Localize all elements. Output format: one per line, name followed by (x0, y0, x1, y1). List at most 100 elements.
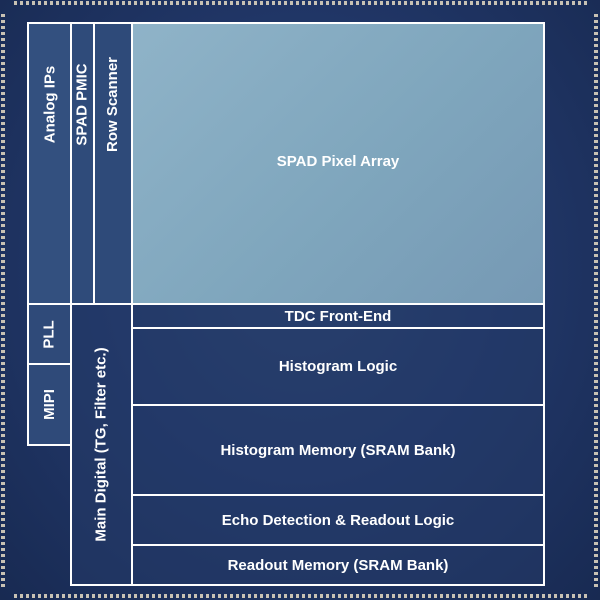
bond-pad (368, 594, 371, 598)
bond-pad (1, 446, 5, 449)
bond-pad (1, 104, 5, 107)
bond-pad (594, 308, 598, 311)
bond-pad (380, 594, 383, 598)
bond-pad (86, 1, 89, 5)
bond-pad (1, 542, 5, 545)
bond-pad (1, 134, 5, 137)
spad-pixel-array-block: SPAD Pixel Array (131, 22, 545, 305)
bond-pad (212, 594, 215, 598)
mipi-label: MIPI (41, 389, 58, 420)
bond-pad (284, 594, 287, 598)
bond-pad (38, 594, 41, 598)
bond-pad (594, 236, 598, 239)
pll-block: PLL (27, 303, 72, 365)
bond-pad (140, 594, 143, 598)
echo-detection-label: Echo Detection & Readout Logic (221, 511, 455, 529)
pll-label: PLL (41, 319, 58, 349)
bond-pad (1, 290, 5, 293)
bond-pad (50, 594, 53, 598)
bond-pad (594, 284, 598, 287)
analog-ips-label: Analog IPs (41, 65, 59, 144)
bond-pad (434, 594, 437, 598)
mipi-block: MIPI (27, 363, 72, 446)
bond-pad (128, 594, 131, 598)
bond-pad (594, 116, 598, 119)
bond-pad (1, 98, 5, 101)
bond-pad (594, 62, 598, 65)
bond-pad (218, 1, 221, 5)
bond-pad (398, 594, 401, 598)
bond-pad (26, 594, 29, 598)
bond-pad (594, 482, 598, 485)
bond-pad (488, 1, 491, 5)
bond-pad (1, 56, 5, 59)
bond-pad (594, 278, 598, 281)
bond-pad (594, 206, 598, 209)
bond-pad (248, 594, 251, 598)
bond-pad (1, 476, 5, 479)
echo-detection-block: Echo Detection & Readout Logic (131, 494, 545, 546)
bond-pad (176, 1, 179, 5)
bond-pad (1, 272, 5, 275)
bond-pad (434, 1, 437, 5)
bond-pad (530, 594, 533, 598)
bond-pad (116, 594, 119, 598)
bond-pad (594, 140, 598, 143)
bond-pad (594, 272, 598, 275)
bond-pad (594, 146, 598, 149)
bond-pad (594, 50, 598, 53)
bond-pad (594, 488, 598, 491)
bond-pad (296, 1, 299, 5)
bond-pad (176, 594, 179, 598)
bond-pad (1, 434, 5, 437)
bond-pad (134, 1, 137, 5)
bond-pad (218, 594, 221, 598)
bond-pad (242, 594, 245, 598)
bond-pad (206, 594, 209, 598)
bond-pad (594, 350, 598, 353)
bond-pad (594, 530, 598, 533)
bond-pad (1, 356, 5, 359)
bond-pad (1, 164, 5, 167)
bond-pad (14, 594, 17, 598)
bond-pad (290, 1, 293, 5)
bond-pad (594, 26, 598, 29)
bond-pad (422, 594, 425, 598)
bond-pad (278, 594, 281, 598)
main-digital-label: Main Digital (TG, Filter etc.) (93, 347, 110, 542)
bond-pad (1, 176, 5, 179)
bond-pad (1, 458, 5, 461)
bond-pad (1, 38, 5, 41)
bond-pad (594, 494, 598, 497)
bond-pad (1, 392, 5, 395)
bond-pad (494, 1, 497, 5)
bond-pad (584, 594, 587, 598)
bond-pad (476, 1, 479, 5)
bond-pad (1, 368, 5, 371)
bond-pad (594, 572, 598, 575)
bond-pad (1, 230, 5, 233)
bond-pad (594, 506, 598, 509)
row-scanner-label: Row Scanner (104, 56, 122, 153)
bond-pad (594, 338, 598, 341)
bond-pad (1, 50, 5, 53)
bond-pad (122, 594, 125, 598)
bond-pad (170, 594, 173, 598)
bond-pad (140, 1, 143, 5)
bond-pad (594, 452, 598, 455)
bond-pad (594, 398, 598, 401)
bond-pad (398, 1, 401, 5)
bond-pad (594, 320, 598, 323)
bond-pad (578, 1, 581, 5)
bond-pad (594, 230, 598, 233)
bond-pad (594, 74, 598, 77)
bond-pad (594, 356, 598, 359)
bond-pad (164, 1, 167, 5)
readout-memory-block: Readout Memory (SRAM Bank) (131, 544, 545, 586)
bond-pad (594, 566, 598, 569)
bond-pad (494, 594, 497, 598)
bond-pad (350, 594, 353, 598)
bond-pad (200, 1, 203, 5)
bond-pad (594, 152, 598, 155)
